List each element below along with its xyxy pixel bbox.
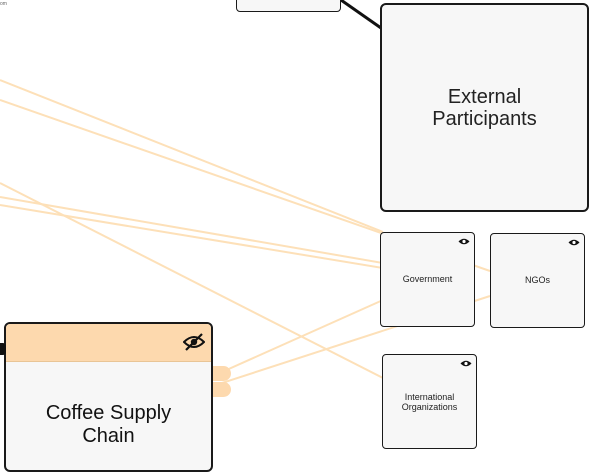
eye-off-icon[interactable] xyxy=(183,333,205,351)
ngos-node[interactable]: NGOs xyxy=(490,233,585,328)
group-header[interactable] xyxy=(6,324,211,362)
node-label: External Participants xyxy=(432,85,537,130)
edge xyxy=(0,196,384,264)
corner-text: om xyxy=(0,1,7,7)
international-organizations-node[interactable]: International Organizations xyxy=(382,354,477,449)
group-title: Coffee Supply Chain xyxy=(45,402,172,447)
connection-handle[interactable] xyxy=(213,366,231,381)
edge xyxy=(0,79,384,233)
edge xyxy=(221,299,384,373)
node-label: International Organizations xyxy=(401,391,458,412)
node-label: Government xyxy=(402,274,453,285)
node-label: NGOs xyxy=(524,275,550,286)
eye-icon[interactable] xyxy=(458,237,470,246)
coffee-supply-chain-group[interactable]: Coffee Supply Chain xyxy=(4,322,213,472)
eye-icon[interactable] xyxy=(460,359,472,368)
government-node[interactable]: Government xyxy=(380,232,475,327)
edge-external xyxy=(340,0,382,30)
eye-icon[interactable] xyxy=(568,238,580,247)
connection-handle[interactable] xyxy=(213,382,231,397)
top-node[interactable] xyxy=(236,0,341,12)
external-participants-node[interactable]: External Participants xyxy=(380,3,589,212)
group-left-handle[interactable] xyxy=(0,343,6,355)
edge xyxy=(0,204,384,269)
